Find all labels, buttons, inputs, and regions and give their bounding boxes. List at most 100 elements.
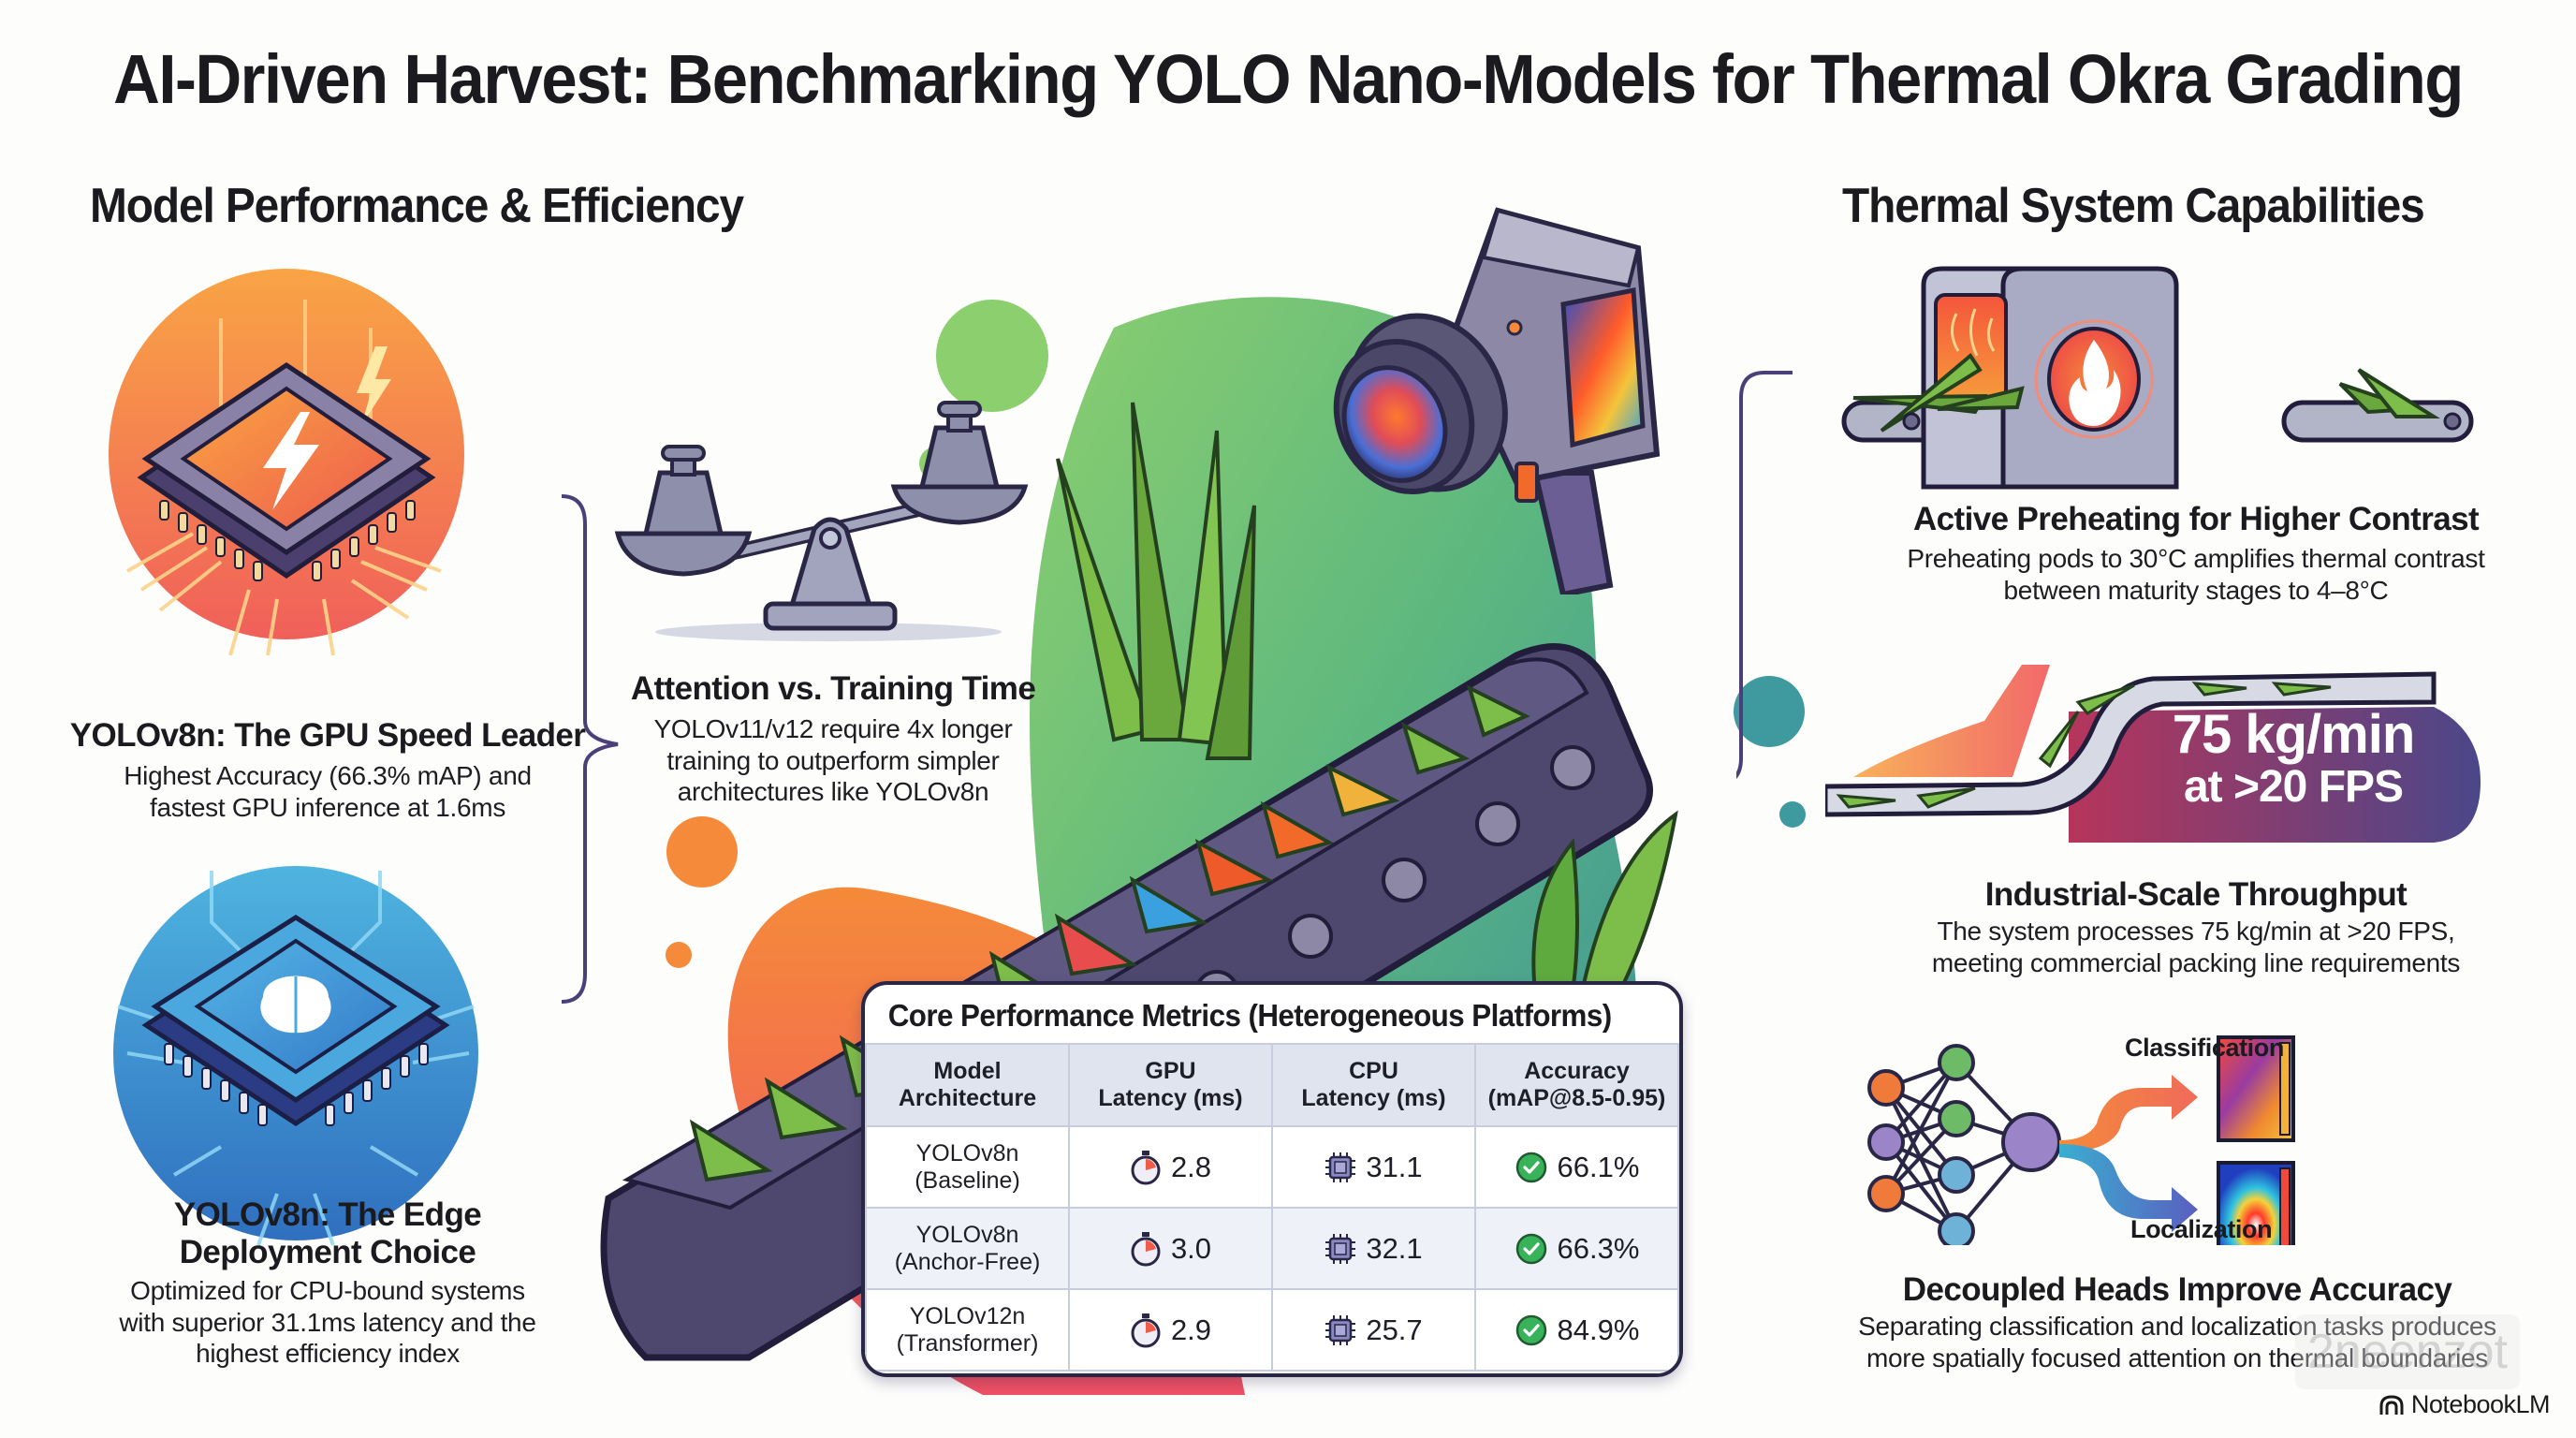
attention-body-line: training to outperform simpler — [666, 745, 1000, 775]
lightning-chip-icon — [90, 262, 483, 655]
attention-body-line: YOLOv11/v12 require 4x longer — [653, 714, 1013, 743]
decoupled-title: Decoupled Heads Improve Accuracy — [1902, 1271, 2452, 1308]
edge-choice-title-line: Deployment Choice — [179, 1234, 476, 1271]
header-line: Latency (ms) — [1098, 1085, 1243, 1111]
gpu-latency-cell: 2.9 — [1068, 1288, 1273, 1372]
edge-choice-body-line: with superior 31.1ms latency and the — [119, 1307, 536, 1337]
accuracy-cell: 66.3% — [1474, 1207, 1679, 1290]
localization-label: Localization — [2130, 1215, 2273, 1243]
preheating-body-line: Preheating pods to 30°C amplifies therma… — [1907, 544, 2485, 573]
accuracy-value: 66.1% — [1557, 1150, 1640, 1183]
header-line: Accuracy — [1524, 1058, 1630, 1085]
throughput-badge-rate: 75 kg/min — [2172, 704, 2416, 765]
attention-body: YOLOv11/v12 require 4x longer training t… — [599, 713, 1067, 808]
model-name: YOLOv8n — [915, 1139, 1019, 1167]
accuracy-cell: 84.9% — [1474, 1288, 1679, 1372]
cpu-chip-icon — [1325, 1314, 1356, 1345]
metrics-table-card: Core Performance Metrics (Heterogeneous … — [861, 981, 1683, 1377]
gpu-leader-body-line: fastest GPU inference at 1.6ms — [149, 792, 506, 822]
gpu-latency-cell: 3.0 — [1068, 1207, 1273, 1290]
edge-choice-title: YOLOv8n: The Edge Deployment Choice — [37, 1196, 618, 1272]
cpu-latency-cell: 31.1 — [1271, 1125, 1476, 1209]
brain-chip-icon — [99, 866, 492, 1259]
cpu-chip-icon — [1325, 1233, 1356, 1264]
classification-label: Classification — [2125, 1034, 2284, 1062]
edge-choice-body-line: highest efficiency index — [196, 1339, 460, 1369]
stopwatch-icon — [1131, 1150, 1161, 1184]
header-line: Model — [933, 1058, 1002, 1085]
header-line: CPU — [1349, 1058, 1398, 1085]
preheating-oven-icon — [1835, 257, 2490, 492]
accuracy-value: 84.9% — [1557, 1313, 1640, 1346]
decoupled-body-line: Separating classification and localizati… — [1858, 1312, 2496, 1341]
neural-network-icon — [1853, 1020, 2471, 1245]
decoupled-body-line: more spatially focused attention on ther… — [1866, 1343, 2488, 1372]
model-variant: (Baseline) — [915, 1167, 1020, 1194]
attention-body-line: architectures like YOLOv8n — [677, 777, 989, 807]
gpu-leader-body-line: Highest Accuracy (66.3% mAP) and — [124, 761, 532, 790]
gpu-latency-value: 2.8 — [1170, 1150, 1212, 1183]
model-name: YOLOv12n — [909, 1302, 1026, 1329]
stopwatch-icon — [1131, 1313, 1161, 1347]
gpu-latency-cell: 2.8 — [1068, 1125, 1273, 1209]
edge-choice-title-line: YOLOv8n: The Edge — [173, 1196, 482, 1233]
edge-choice-body-line: Optimized for CPU-bound systems — [130, 1276, 525, 1305]
model-variant: (Transformer) — [896, 1329, 1039, 1357]
model-variant: (Anchor-Free) — [894, 1248, 1041, 1275]
preheating-body: Preheating pods to 30°C amplifies therma… — [1816, 543, 2576, 606]
accuracy-value: 66.3% — [1557, 1231, 1640, 1265]
notebooklm-icon — [2379, 1394, 2404, 1416]
gpu-leader-title: YOLOv8n: The GPU Speed Leader — [69, 717, 586, 754]
metrics-table-title: Core Performance Metrics (Heterogeneous … — [887, 998, 1612, 1033]
check-circle-icon — [1515, 1233, 1546, 1264]
cpu-latency-value: 25.7 — [1366, 1313, 1423, 1346]
throughput-body-line: The system processes 75 kg/min at >20 FP… — [1937, 917, 2455, 946]
table-row: YOLOv8n(Anchor-Free) 3.0 32.1 66.3% — [865, 1207, 1679, 1290]
attention-title: Attention vs. Training Time — [630, 670, 1036, 707]
throughput-badge: 75 kg/min at >20 FPS — [2106, 704, 2481, 811]
cpu-latency-value: 32.1 — [1366, 1231, 1423, 1265]
table-row: YOLOv8n(Baseline) 2.8 31.1 66.1% — [865, 1125, 1679, 1209]
throughput-body: The system processes 75 kg/min at >20 FP… — [1816, 916, 2576, 978]
table-row: YOLOv12n(Transformer) 2.9 25.7 84.9% — [865, 1288, 1679, 1372]
accuracy-cell: 66.1% — [1474, 1125, 1679, 1209]
model-cell: YOLOv12n(Transformer) — [865, 1288, 1070, 1372]
preheating-body-line: between maturity stages to 4–8°C — [2003, 575, 2389, 605]
check-circle-icon — [1515, 1152, 1546, 1182]
throughput-body-line: meeting commercial packing line requirem… — [1931, 947, 2461, 977]
cpu-latency-cell: 25.7 — [1271, 1288, 1476, 1372]
bracket-connector — [1736, 370, 1793, 791]
cpu-chip-icon — [1325, 1152, 1356, 1182]
bracket-connector — [562, 487, 627, 1011]
preheating-title: Active Preheating for Higher Contrast — [1912, 501, 2480, 537]
leaf-decoration — [1516, 805, 1694, 992]
thermal-camera-icon — [1282, 192, 1694, 594]
gpu-latency-value: 3.0 — [1170, 1231, 1212, 1265]
okra-pod-icon — [1048, 384, 1273, 777]
throughput-conveyor-icon — [1825, 646, 2499, 861]
notebooklm-logo: NotebookLM — [2379, 1390, 2551, 1419]
notebooklm-label: NotebookLM — [2410, 1390, 2551, 1418]
model-name: YOLOv8n — [915, 1221, 1019, 1248]
left-section-heading: Model Performance & Efficiency — [90, 179, 744, 233]
column-header-accuracy: Accuracy(mAP@8.5-0.95) — [1474, 1043, 1679, 1127]
stopwatch-icon — [1131, 1231, 1161, 1266]
cpu-latency-value: 31.1 — [1366, 1150, 1423, 1183]
watermark: 2neenzot — [2295, 1314, 2520, 1389]
header-line: (mAP@8.5-0.95) — [1487, 1085, 1666, 1111]
gpu-latency-value: 2.9 — [1170, 1313, 1212, 1346]
balance-scale-icon — [599, 370, 1048, 651]
right-section-heading: Thermal System Capabilities — [1842, 179, 2425, 233]
header-line: Latency (ms) — [1301, 1085, 1446, 1111]
page-title: AI-Driven Harvest: Benchmarking YOLO Nan… — [113, 40, 2464, 118]
model-cell: YOLOv8n(Anchor-Free) — [865, 1207, 1070, 1290]
header-line: GPU — [1145, 1058, 1196, 1085]
check-circle-icon — [1515, 1314, 1546, 1345]
edge-choice-body: Optimized for CPU-bound systems with sup… — [37, 1275, 618, 1370]
decoupled-body: Separating classification and localizati… — [1778, 1311, 2576, 1373]
header-line: Architecture — [898, 1085, 1037, 1111]
